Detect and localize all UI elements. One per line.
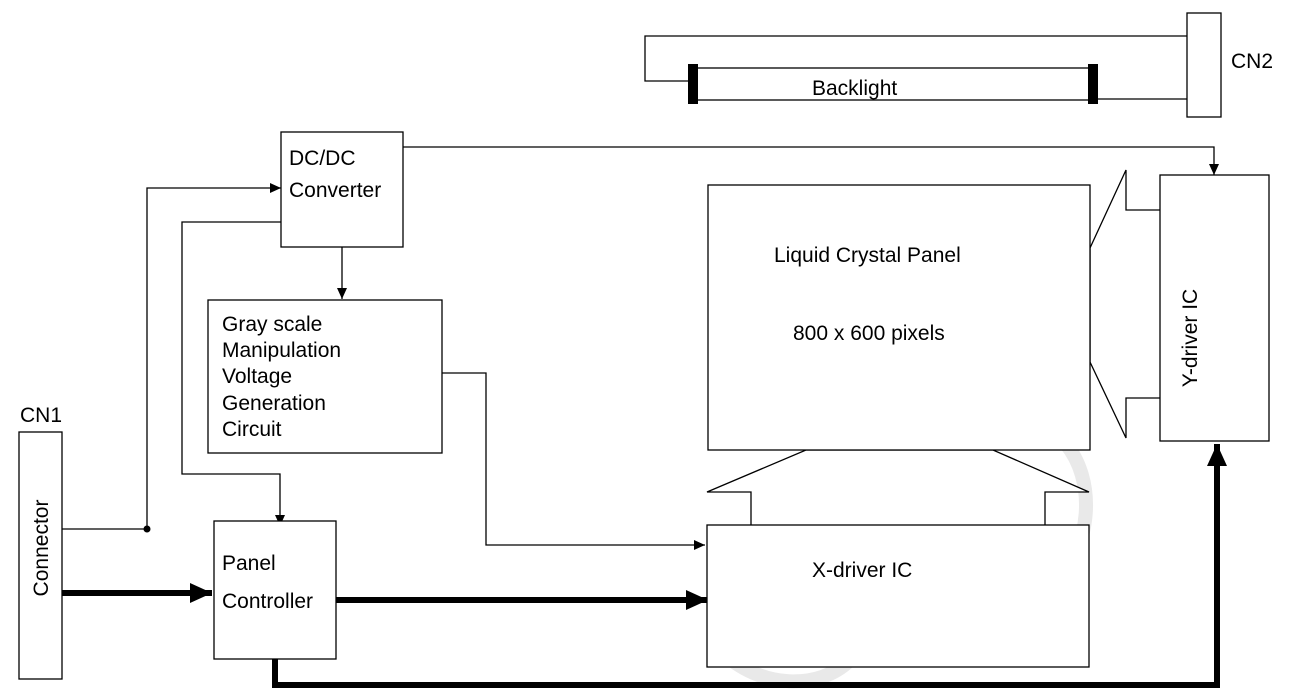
gray-to-xdriver-line xyxy=(442,372,705,550)
liquid-crystal-panel-box xyxy=(707,184,1091,451)
gray-scale-circuit-box xyxy=(207,299,443,454)
ydriver-panel-connection xyxy=(1089,169,1160,439)
connector-label: Connector xyxy=(30,500,53,597)
connector-to-dcdc-line xyxy=(62,183,281,530)
backlight-left-electrode xyxy=(688,64,698,104)
backlight-tube xyxy=(691,67,1094,101)
x-driver-ic-box xyxy=(706,524,1090,668)
backlight-right-electrode xyxy=(1088,64,1098,104)
dcdc-to-panel-controller-line xyxy=(181,221,285,526)
dcdc-to-ydriver-line xyxy=(403,146,1219,175)
cn1-label: CN1 xyxy=(20,404,62,427)
lcd-resolution: 800 x 600 pixels xyxy=(793,322,945,345)
gray-label-line5: Circuit xyxy=(222,418,282,441)
xdriver-label: X-driver IC xyxy=(812,559,912,582)
cn1-connector-box xyxy=(18,431,63,680)
gray-label-line2: Manipulation xyxy=(222,339,341,362)
y-driver-ic-box xyxy=(1159,174,1270,442)
ydriver-label: Y-driver IC xyxy=(1179,289,1202,387)
backlight-wire xyxy=(644,35,1187,82)
xdriver-panel-connection xyxy=(706,449,1090,525)
gray-label-line1: Gray scale xyxy=(222,313,322,336)
backlight-label: Backlight xyxy=(812,77,897,100)
controller-to-ydriver-bus xyxy=(272,444,1227,688)
dcdc-label-line2: Converter xyxy=(289,179,381,202)
gray-label-line3: Voltage xyxy=(222,365,292,388)
lcd-title: Liquid Crystal Panel xyxy=(774,244,961,267)
cn2-label: CN2 xyxy=(1231,50,1273,73)
gray-label-line4: Generation xyxy=(222,392,326,415)
dcdc-label-line1: DC/DC xyxy=(289,147,356,170)
panel-label-line2: Controller xyxy=(222,590,313,613)
cn2-connector-box xyxy=(1186,12,1222,118)
panel-label-line1: Panel xyxy=(222,552,276,575)
junction-dot xyxy=(143,525,151,533)
panel-controller-box xyxy=(213,520,337,660)
